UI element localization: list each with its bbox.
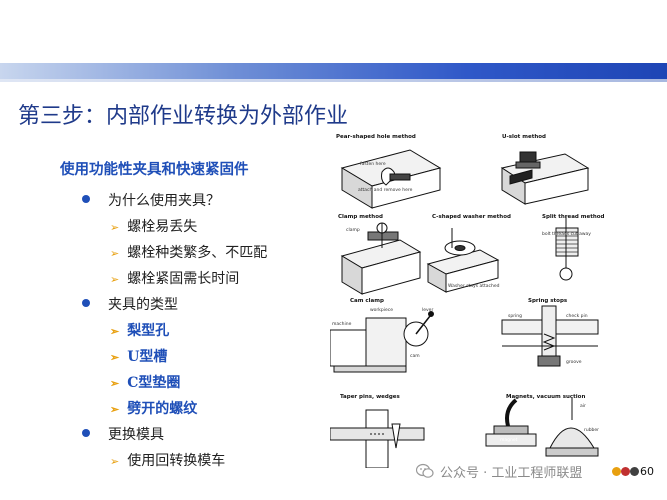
fixture-drawings — [329, 149, 599, 469]
indicator-dot — [612, 467, 621, 476]
sub-bullet-item: ➢使用回转换模车 — [110, 453, 226, 469]
indicator-dot — [630, 467, 639, 476]
note-air: air — [580, 404, 586, 409]
label-clamp: Clamp method — [338, 214, 383, 220]
arrow-bullet-icon: ➢ — [110, 325, 120, 338]
sub-bullet-item: ➢螺栓易丢失 — [110, 219, 198, 235]
slide-title: 第三步：内部作业转换为外部作业 — [18, 104, 349, 129]
note-cam: cam — [410, 354, 420, 359]
note-lever: lever — [422, 308, 434, 313]
note-groove: groove — [566, 360, 582, 365]
bullet-item: 为什么使用夹具？ — [82, 190, 220, 210]
note-rubber: rubber — [584, 428, 600, 433]
sub-bullet-item: ➢C型垫圈 — [110, 375, 181, 391]
label-magnets: Magnets, vacuum suction — [506, 394, 586, 400]
spring-stops-drawing — [501, 305, 599, 367]
header-band — [0, 63, 667, 79]
cam-clamp-drawing — [329, 311, 434, 373]
sub-bullet-item: ➢U型槽 — [110, 349, 168, 365]
arrow-bullet-icon: ➢ — [110, 221, 120, 234]
slide-subtitle: 使用功能性夹具和快速紧固件 — [60, 162, 249, 178]
label-taper-pins: Taper pins, wedges — [340, 394, 400, 400]
arrow-bullet-icon: ➢ — [110, 247, 120, 260]
bullet-item: 更换模具 — [82, 424, 164, 444]
note-pear-fasten: fasten here — [360, 162, 386, 167]
label-split-thread: Split thread method — [542, 214, 605, 220]
label-u-slot: U-slot method — [502, 134, 546, 140]
bullet-dot-icon — [82, 195, 90, 203]
note-machine: machine — [332, 322, 352, 327]
bullet-dot-icon — [82, 299, 90, 307]
label-cam-clamp: Cam clamp — [350, 298, 384, 304]
label-pear-hole: Pear-shaped hole method — [336, 134, 416, 140]
note-washer: Washer stays attached — [448, 284, 500, 289]
wechat-icon — [416, 463, 434, 478]
label-spring-stops: Spring stops — [528, 298, 568, 304]
note-check-pin: check pin — [566, 314, 588, 319]
note-workpiece: workpiece — [370, 308, 394, 313]
magnets-drawing — [485, 398, 599, 457]
note-magnet: magnet — [500, 438, 518, 443]
sub-bullet-item: ➢劈开的螺纹 — [110, 401, 198, 417]
note-split: bolt threads cut away — [542, 232, 591, 237]
arrow-bullet-icon: ➢ — [110, 455, 120, 468]
watermark-text: 公众号 · 工业工程师联盟 — [440, 466, 583, 481]
bullet-item: 夹具的类型 — [82, 294, 178, 314]
fixture-illustrations: Pear-shaped hole method U-slot method Cl… — [329, 128, 622, 469]
arrow-bullet-icon: ➢ — [110, 351, 120, 364]
bullet-dot-icon — [82, 429, 90, 437]
note-clamp: clamp — [346, 228, 360, 233]
clamp-method-drawing — [340, 222, 422, 295]
arrow-bullet-icon: ➢ — [110, 273, 120, 286]
note-pear-attach: attach and remove here — [358, 188, 413, 193]
arrow-bullet-icon: ➢ — [110, 377, 120, 390]
u-slot-drawing — [500, 151, 590, 205]
page-number: 60 — [640, 465, 654, 478]
header-band-shadow — [0, 79, 667, 82]
sub-bullet-item: ➢梨型孔 — [110, 323, 170, 339]
label-c-washer: C-shaped washer method — [432, 214, 511, 220]
note-spring: spring — [508, 314, 523, 319]
arrow-bullet-icon: ➢ — [110, 403, 120, 416]
split-thread-drawing — [555, 216, 579, 281]
sub-bullet-item: ➢螺栓紧固需长时间 — [110, 271, 240, 287]
sub-bullet-item: ➢螺栓种类繁多、不匹配 — [110, 245, 268, 261]
c-washer-drawing — [426, 228, 500, 293]
pear-hole-drawing — [340, 149, 442, 209]
taper-pins-drawing — [329, 409, 425, 469]
indicator-dot — [621, 467, 630, 476]
